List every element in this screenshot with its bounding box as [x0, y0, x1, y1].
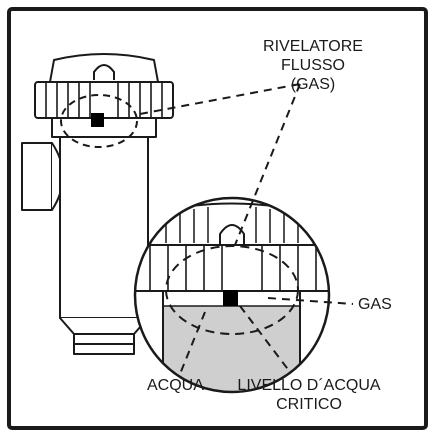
label-gas: GAS — [358, 296, 392, 313]
leader-water — [179, 311, 206, 375]
label-flow-detector-3: (GAS) — [291, 76, 335, 93]
label-flow-detector-1: RIVELATORE — [263, 38, 363, 55]
magnified-detail — [133, 196, 331, 394]
label-critical-level-1: LIVELLO D´ACQUA — [237, 377, 380, 394]
label-flow-detector-2: FLUSSO — [281, 57, 345, 74]
leader-magnify — [234, 83, 301, 246]
cell-assembly — [21, 53, 174, 355]
outer-frame — [7, 7, 428, 430]
ribbed-nut — [34, 81, 174, 119]
leader-gas — [267, 297, 354, 305]
nut-ribs — [45, 82, 163, 118]
detail-ring-small — [60, 94, 138, 148]
magnified-nut — [135, 244, 329, 292]
label-critical-level-2: CRITICO — [276, 396, 342, 413]
side-inlet-port — [21, 142, 53, 211]
cap-bump — [93, 64, 115, 80]
magnified-cap-bump — [219, 224, 245, 244]
leader-lines — [139, 83, 354, 375]
detail-ring-large — [165, 245, 299, 335]
label-water: ACQUA — [147, 377, 204, 394]
cell-neck — [59, 317, 149, 335]
flow-sensor-large — [223, 290, 238, 306]
flow-sensor-small — [91, 113, 104, 127]
